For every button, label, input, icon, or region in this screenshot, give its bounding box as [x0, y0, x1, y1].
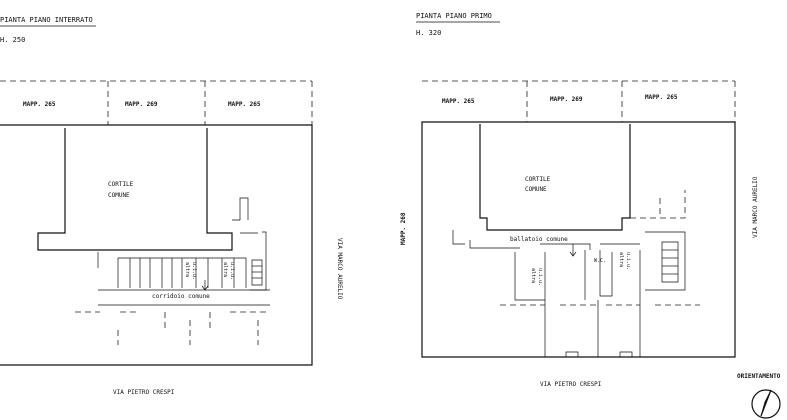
- right-balcony-label: ballatoio comune: [510, 236, 568, 243]
- right-plan-height: H. 320: [416, 29, 441, 37]
- right-parcel-left: MAPP. 268: [400, 212, 407, 245]
- right-courtyard-label-2: COMUNE: [525, 186, 547, 193]
- left-corridor-label: corridoio comune: [152, 293, 210, 300]
- left-street-bottom: VIA PIETRO CRESPI: [113, 389, 175, 396]
- right-room-1: altra: [530, 268, 536, 283]
- right-room-2: altra: [618, 252, 624, 267]
- left-plan-title: PIANTA PIANO INTERRATO: [0, 16, 93, 24]
- left-parcel-2: MAPP. 269: [125, 101, 158, 108]
- right-balcony-walls: [452, 230, 640, 250]
- right-wc-label: W.C.: [594, 258, 606, 264]
- right-stair: [661, 241, 679, 283]
- left-plan-height: H. 250: [0, 36, 25, 44]
- left-courtyard: [37, 128, 233, 251]
- left-room-1b: u.i.u.: [191, 262, 197, 280]
- right-parcel-3: MAPP. 265: [645, 94, 678, 101]
- north-arrow-icon: [751, 389, 781, 419]
- left-courtyard-label-2: COMUNE: [108, 192, 130, 199]
- left-parcel-3: MAPP. 265: [228, 101, 261, 108]
- right-room-2b: u.i.u.: [625, 252, 631, 270]
- left-corridor: [98, 289, 270, 306]
- right-courtyard: [479, 124, 631, 231]
- left-room-2b: u.i.u.: [229, 262, 235, 280]
- orientation-label: ORIENTAMENTO: [737, 373, 781, 380]
- right-entry-arrow: [569, 244, 577, 257]
- left-room-1: altra: [184, 262, 190, 277]
- right-plan: PIANTA PIANO PRIMO H. 320 MAPP. 265 MAPP…: [400, 12, 759, 388]
- left-parcel-1: MAPP. 265: [23, 101, 56, 108]
- right-courtyard-label-1: CORTILE: [525, 176, 551, 183]
- left-boundary: [0, 124, 313, 366]
- orientation: ORIENTAMENTO: [737, 373, 781, 419]
- right-plan-title: PIANTA PIANO PRIMO: [416, 12, 492, 20]
- right-street-bottom: VIA PIETRO CRESPI: [540, 381, 602, 388]
- left-stair: [251, 259, 263, 286]
- left-entry-arrow: [201, 280, 209, 291]
- right-boundary: [421, 121, 736, 358]
- right-unit-walls: [514, 250, 641, 301]
- left-courtyard-label-1: CORTILE: [108, 181, 134, 188]
- left-room-2: altra: [222, 262, 228, 277]
- right-street-right: VIA MARCO AURELIO: [752, 176, 759, 238]
- left-cellar-walls: [97, 252, 247, 288]
- right-parcel-1: MAPP. 265: [442, 98, 475, 105]
- right-room-1b: u.i.u.: [537, 268, 543, 286]
- left-plan: PIANTA PIANO INTERRATO H. 250 MAPP. 265 …: [0, 16, 343, 396]
- right-parcel-2: MAPP. 269: [550, 96, 583, 103]
- left-street-right: VIA MARCO AURELIO: [336, 238, 343, 300]
